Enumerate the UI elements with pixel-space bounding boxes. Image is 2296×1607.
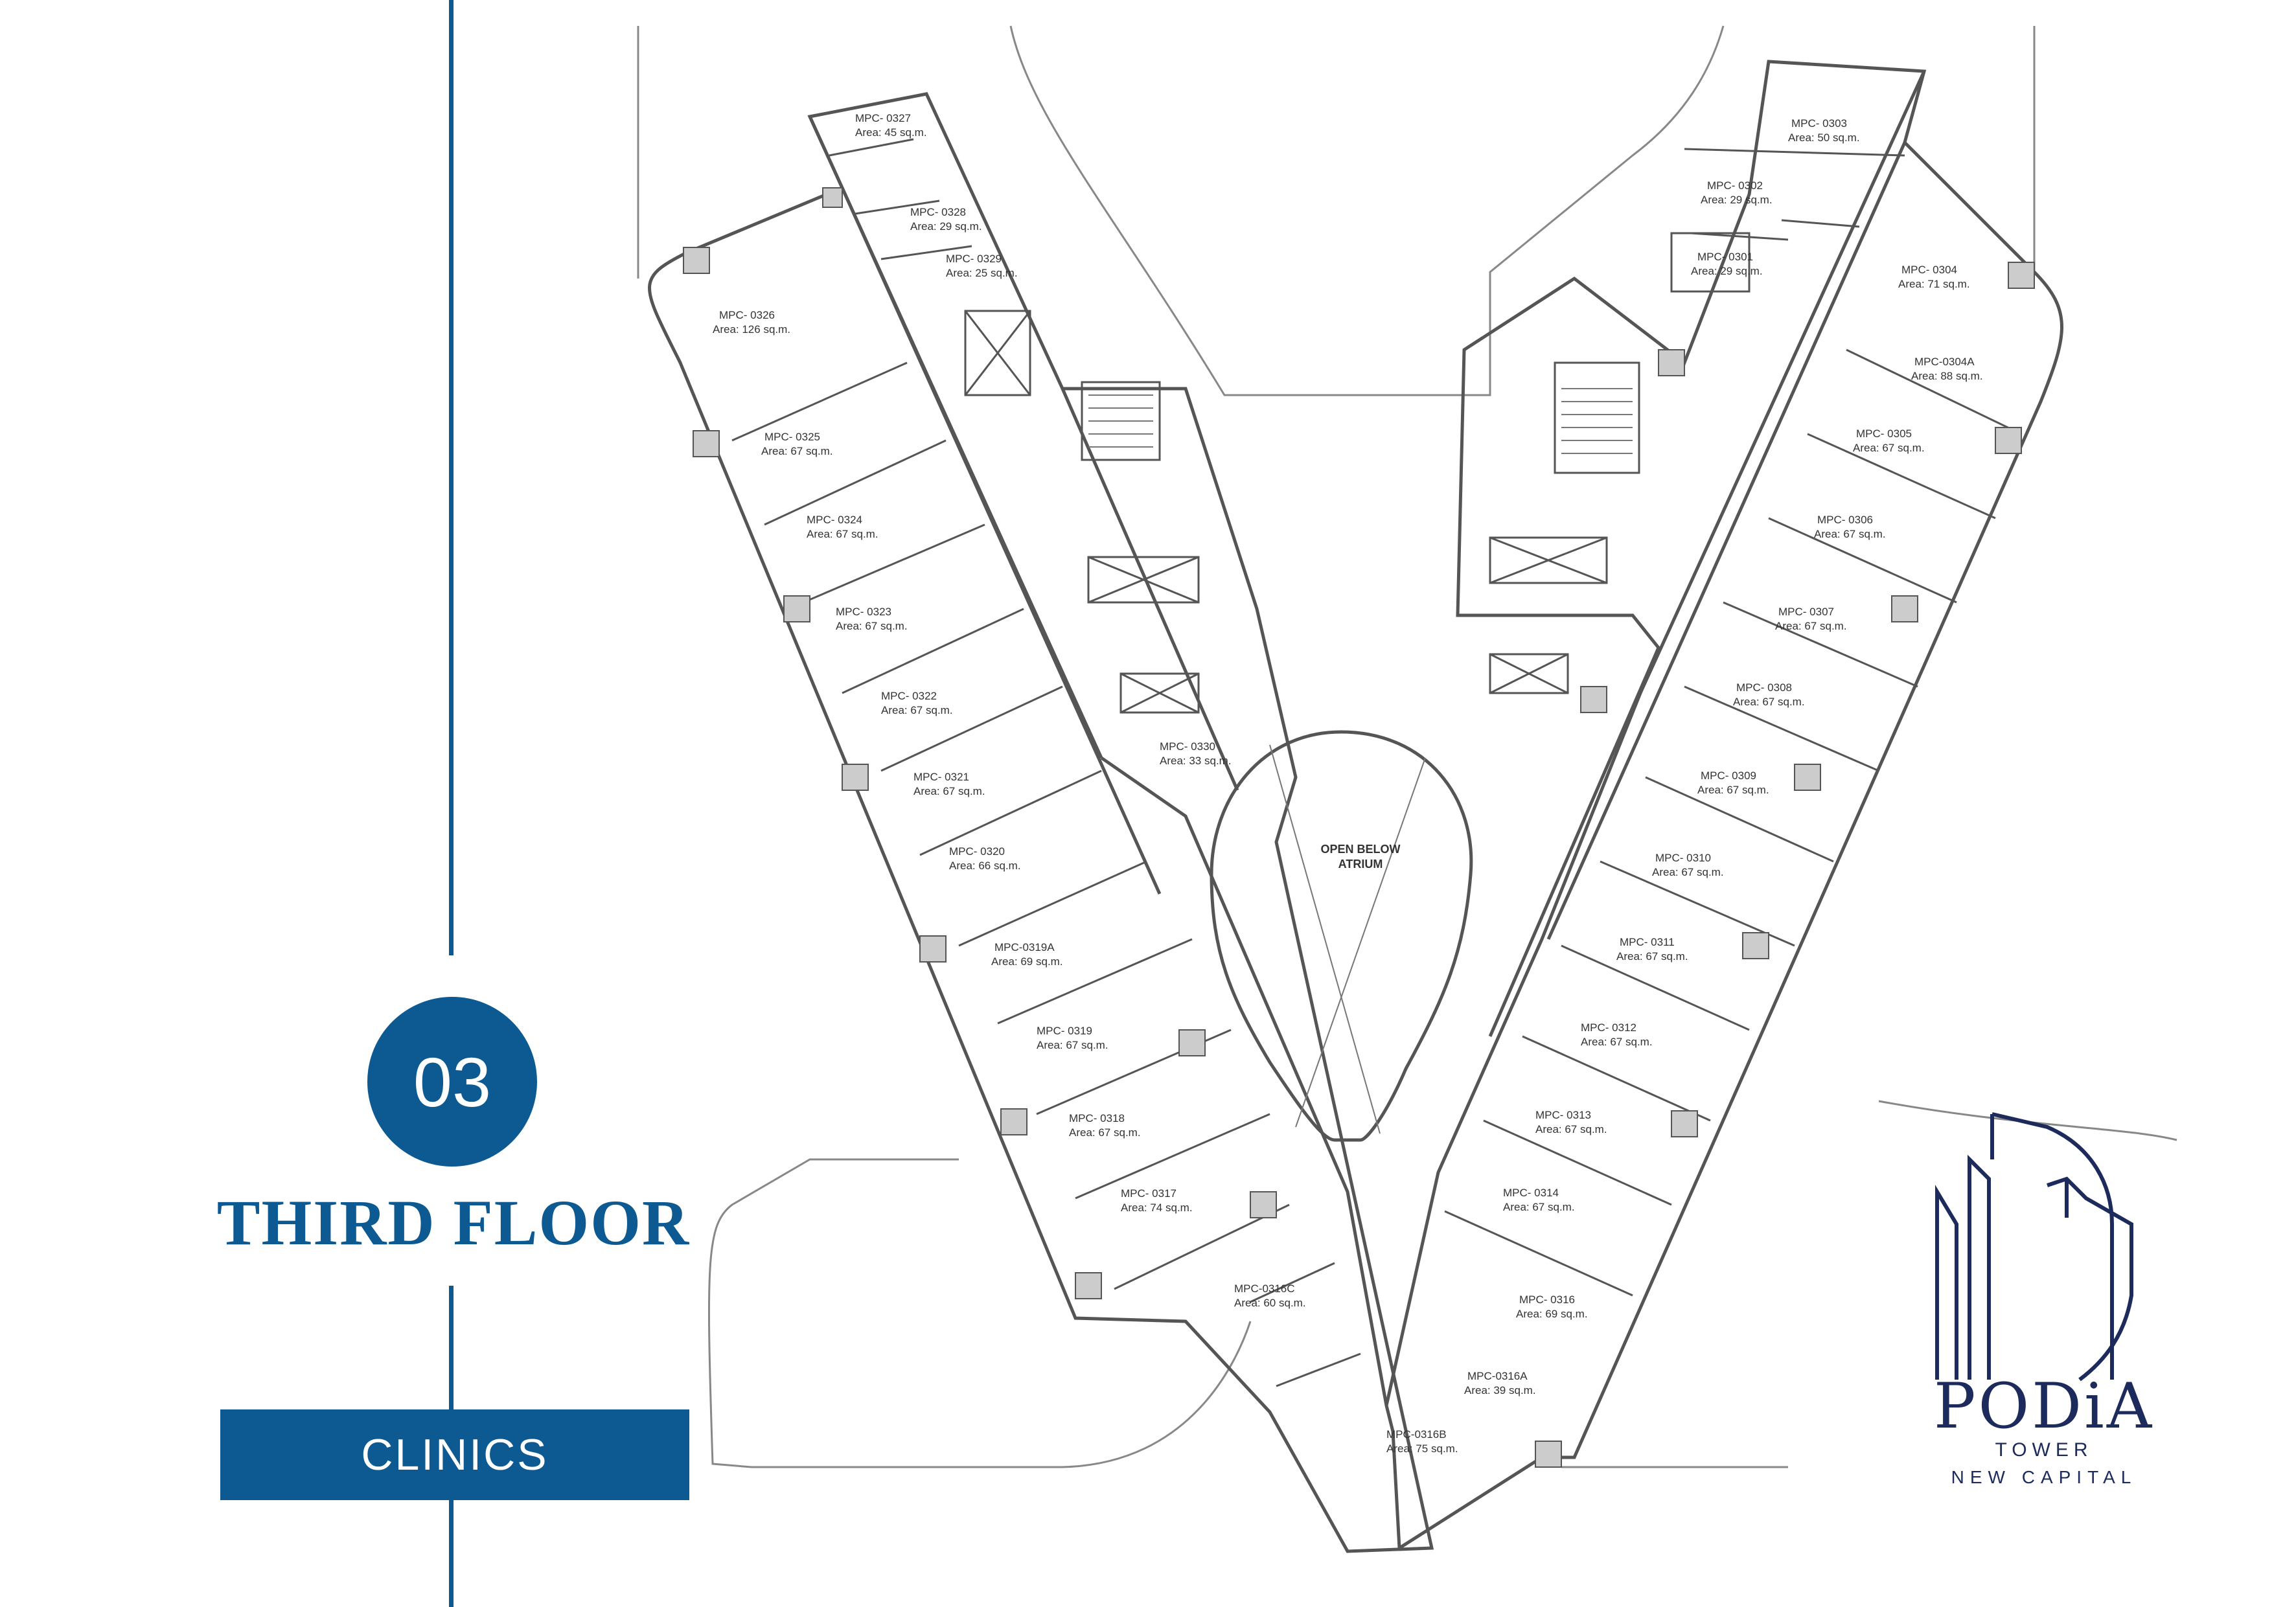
unit-code: MPC- 0330 — [1160, 740, 1215, 753]
unit-code: MPC- 0322 — [881, 690, 937, 702]
left-wing — [648, 92, 1434, 1553]
stairs — [1088, 388, 1633, 454]
unit-labels: MPC- 0327 Area: 45 sq.m. MPC- 0328 Area:… — [713, 112, 1983, 1455]
unit-area: Area: 67 sq.m. — [1581, 1036, 1653, 1048]
unit-code: MPC- 0306 — [1817, 514, 1873, 526]
right-wing — [1384, 60, 2063, 1551]
unit-area: Area: 67 sq.m. — [1697, 784, 1769, 796]
unit-code: MPC- 0323 — [836, 606, 891, 618]
service-cores — [964, 232, 1751, 714]
unit-code: MPC- 0320 — [949, 845, 1005, 858]
unit-area: Area: 67 sq.m. — [1775, 620, 1847, 632]
unit-code: MPC- 0313 — [1535, 1109, 1591, 1121]
unit-area: Area: 67 sq.m. — [1814, 528, 1886, 540]
brand-name: PODiA — [1933, 1370, 2155, 1442]
unit-area: Area: 66 sq.m. — [949, 860, 1021, 872]
unit-area: Area: 29 sq.m. — [910, 220, 982, 233]
atrium: OPEN BELOW ATRIUM — [1210, 730, 1473, 1142]
left-wing-columns — [683, 187, 1277, 1299]
unit-code: MPC- 0309 — [1701, 769, 1756, 782]
left-wing-partitions — [731, 138, 1361, 1387]
unit-code: MPC- 0307 — [1778, 606, 1834, 618]
atrium-label-line2: ATRIUM — [1338, 858, 1383, 871]
unit-code: MPC- 0317 — [1121, 1187, 1177, 1200]
unit-area: Area: 74 sq.m. — [1121, 1202, 1193, 1214]
unit-code: MPC- 0304 — [1901, 264, 1957, 276]
unit-code: MPC- 0311 — [1620, 936, 1675, 948]
unit-code: MPC- 0319 — [1037, 1025, 1092, 1037]
divider-line-top — [449, 0, 453, 955]
unit-area: Area: 29 sq.m. — [1691, 265, 1763, 277]
unit-area: Area: 60 sq.m. — [1234, 1297, 1306, 1309]
unit-area: Area: 69 sq.m. — [1516, 1308, 1588, 1320]
unit-area: Area: 29 sq.m. — [1701, 194, 1773, 206]
unit-code: MPC-0316B — [1386, 1428, 1447, 1441]
unit-area: Area: 75 sq.m. — [1386, 1442, 1458, 1455]
unit-area: Area: 50 sq.m. — [1788, 131, 1860, 144]
unit-code: MPC- 0303 — [1791, 117, 1847, 130]
unit-area: Area: 39 sq.m. — [1464, 1384, 1536, 1396]
unit-code: MPC- 0308 — [1736, 681, 1792, 694]
brand-line1: TOWER — [1995, 1439, 2093, 1461]
brand-line2: NEW CAPITAL — [1951, 1467, 2137, 1487]
unit-area: Area: 67 sq.m. — [1652, 866, 1724, 878]
unit-code: MPC- 0321 — [913, 771, 969, 783]
unit-area: Area: 71 sq.m. — [1898, 278, 1970, 290]
unit-area: Area: 67 sq.m. — [1037, 1039, 1108, 1051]
unit-code: MPC- 0324 — [807, 514, 862, 526]
unit-area: Area: 126 sq.m. — [713, 323, 790, 336]
unit-area: Area: 69 sq.m. — [991, 955, 1063, 968]
unit-code: MPC- 0305 — [1856, 427, 1912, 440]
unit-code: MPC- 0329 — [946, 253, 1002, 265]
unit-code: MPC- 0328 — [910, 206, 966, 218]
unit-code: MPC-0316A — [1467, 1370, 1528, 1382]
unit-code: MPC-0316C — [1234, 1282, 1295, 1295]
atrium-label-line1: OPEN BELOW — [1320, 843, 1400, 856]
unit-area: Area: 88 sq.m. — [1911, 370, 1983, 382]
unit-code: MPC- 0327 — [855, 112, 911, 124]
unit-area: Area: 67 sq.m. — [761, 445, 833, 457]
site-outline — [637, 25, 2177, 1468]
floor-number-badge: 03 — [367, 997, 537, 1167]
unit-area: Area: 45 sq.m. — [855, 126, 927, 139]
right-wing-partitions — [1444, 148, 2022, 1297]
unit-code: MPC- 0310 — [1655, 852, 1711, 864]
unit-area: Area: 67 sq.m. — [836, 620, 908, 632]
unit-code: MPC- 0326 — [719, 309, 775, 321]
unit-area: Area: 33 sq.m. — [1160, 755, 1232, 767]
category-tag: CLINICS — [220, 1409, 689, 1500]
floor-title: THIRD FLOOR — [216, 1187, 691, 1259]
unit-area: Area: 67 sq.m. — [913, 785, 985, 797]
unit-area: Area: 67 sq.m. — [1733, 696, 1805, 708]
unit-area: Area: 67 sq.m. — [1616, 950, 1688, 963]
unit-code: MPC- 0325 — [764, 431, 820, 443]
unit-area: Area: 67 sq.m. — [1069, 1126, 1141, 1139]
right-wing-columns — [1535, 262, 2035, 1468]
unit-code: MPC- 0312 — [1581, 1021, 1636, 1034]
unit-code: MPC- 0316 — [1519, 1294, 1575, 1306]
unit-code: MPC-0319A — [994, 941, 1055, 953]
unit-code: MPC- 0302 — [1707, 179, 1763, 192]
unit-area: Area: 67 sq.m. — [1503, 1201, 1575, 1213]
unit-code: MPC- 0301 — [1697, 251, 1753, 263]
unit-code: MPC-0304A — [1914, 356, 1975, 368]
unit-code: MPC- 0318 — [1069, 1112, 1125, 1124]
unit-area: Area: 25 sq.m. — [946, 267, 1018, 279]
unit-code: MPC- 0314 — [1503, 1187, 1559, 1199]
unit-area: Area: 67 sq.m. — [881, 704, 953, 716]
unit-area: Area: 67 sq.m. — [1853, 442, 1925, 454]
unit-area: Area: 67 sq.m. — [807, 528, 878, 540]
podia-logo-icon — [1935, 1112, 2133, 1382]
unit-area: Area: 67 sq.m. — [1535, 1123, 1607, 1135]
